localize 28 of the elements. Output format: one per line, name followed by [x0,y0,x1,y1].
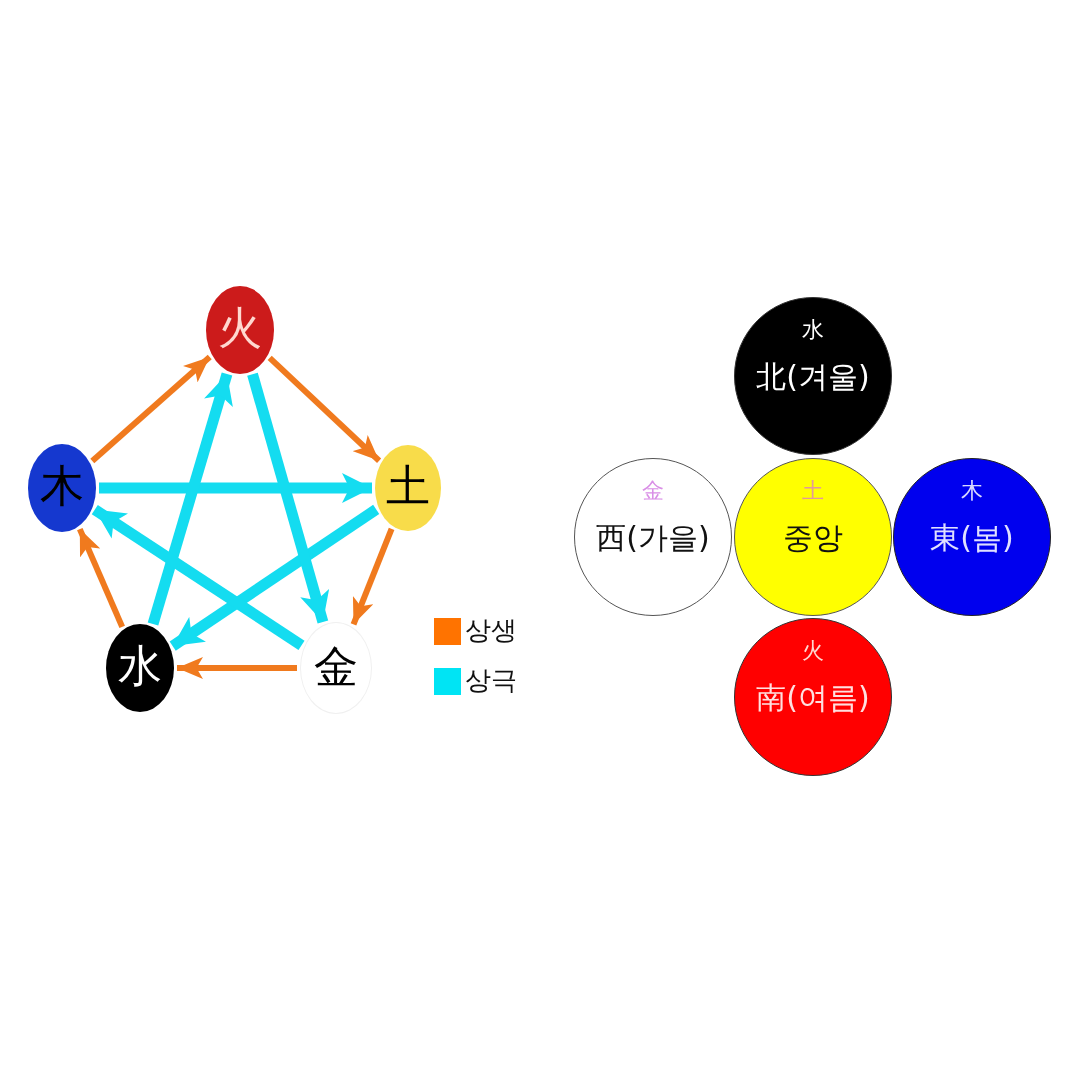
direction-label: 西(가을) [595,523,711,553]
element-circle [206,286,274,374]
legend-label: 상생 [465,616,517,645]
arrow [147,372,233,626]
direction-label: 北(겨울) [755,362,871,392]
element-character: 火 [801,640,825,662]
arrow [91,505,305,650]
direction-label: 南(여름) [755,683,871,713]
element-character: 木 [960,480,984,502]
arrow [247,372,330,624]
element-character: 木 [39,464,85,508]
arrow [350,527,395,626]
arrow [177,657,297,679]
arrow [90,354,212,464]
element-character: 火 [217,306,263,350]
element-character: 土 [385,464,431,508]
arrow [267,355,382,463]
arrow [169,504,380,651]
arrow [77,527,125,629]
legend-label: 상극 [465,666,517,695]
element-character: 金 [313,645,359,689]
direction-label: 東(봄) [929,523,1015,553]
arrow [99,473,372,503]
element-character: 金 [641,480,665,502]
element-character: 土 [801,480,825,502]
direction-label: 중앙 [782,523,844,553]
element-character: 水 [801,319,825,341]
element-character: 水 [117,644,163,688]
